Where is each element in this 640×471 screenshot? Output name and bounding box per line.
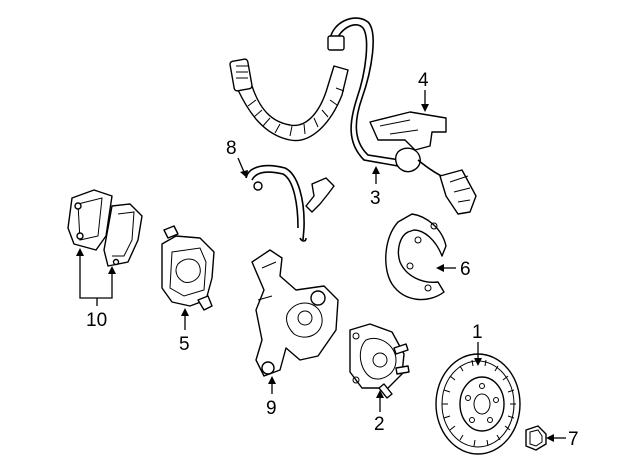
callout-5: 5 [179,334,190,355]
callout-8: 8 [226,138,237,159]
leader-lines [76,90,566,442]
callout-1: 1 [472,322,483,343]
callout-9: 9 [266,398,277,419]
abs-sensor-part[interactable] [369,111,477,215]
callout-3: 3 [370,188,381,209]
brake-pads-part[interactable] [67,189,143,267]
callout-4: 4 [418,70,429,91]
brake-hose-part[interactable] [229,17,401,167]
caliper-part[interactable] [161,225,215,311]
callout-7: 7 [568,429,579,450]
wire-clip-part[interactable] [245,164,335,242]
callout-10: 10 [86,310,107,331]
callout-6: 6 [460,259,471,280]
lug-nut-part[interactable] [525,425,547,451]
steering-knuckle-part[interactable] [251,249,339,377]
hub-bearing-part[interactable] [349,323,410,399]
brake-rotor-part[interactable] [435,353,521,455]
splash-shield-part[interactable] [385,213,447,301]
callout-2: 2 [374,414,385,435]
